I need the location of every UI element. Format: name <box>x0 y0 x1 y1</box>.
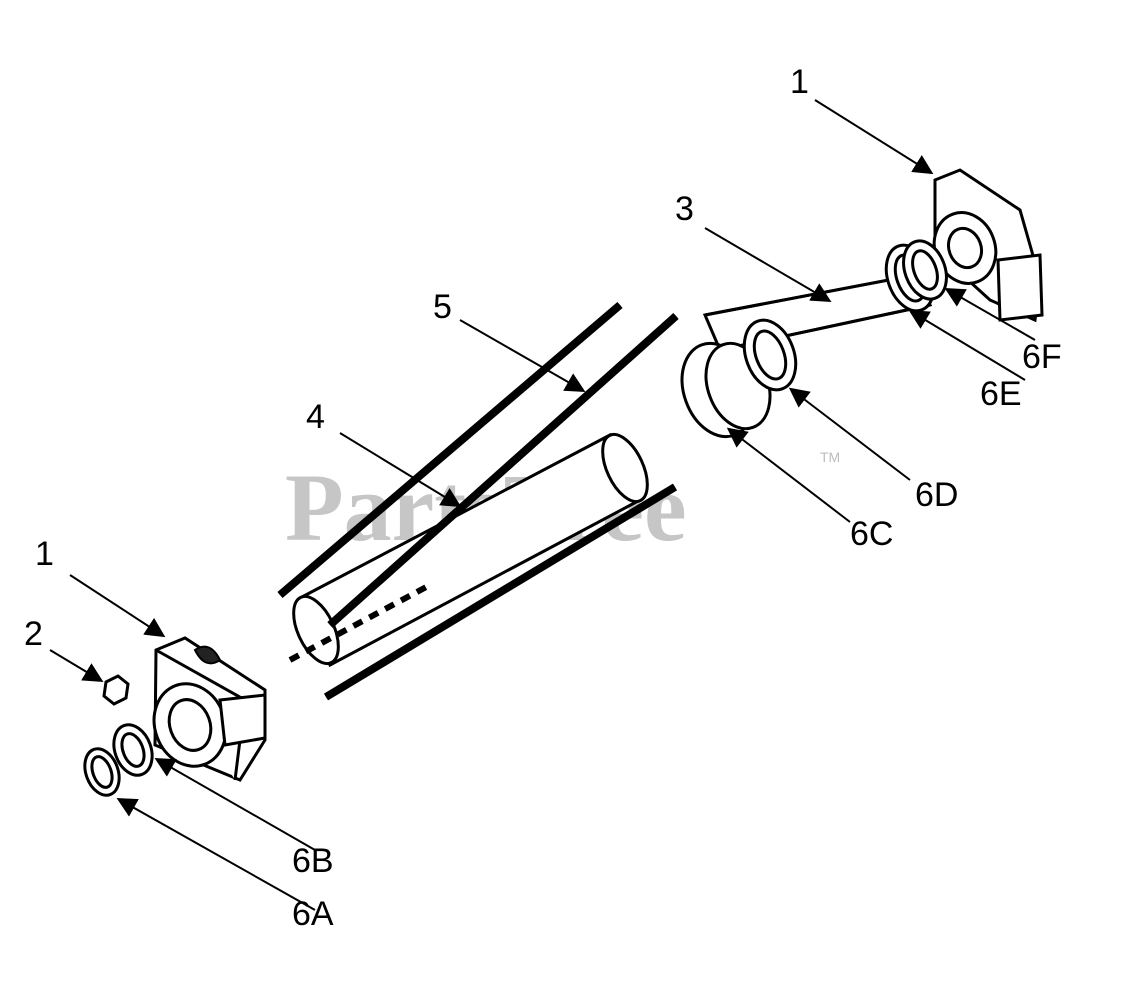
callout-4: 4 <box>306 398 325 436</box>
callout-6B: 6B <box>292 842 334 880</box>
rods <box>277 301 679 701</box>
ring-6D <box>742 318 798 392</box>
callout-6D: 6D <box>915 476 958 514</box>
callout-1-top: 1 <box>790 63 809 101</box>
callout-labels: 1 1 2 3 4 5 6A 6B 6C 6D 6E 6F <box>24 63 1062 933</box>
callout-6A: 6A <box>292 895 334 933</box>
ring-6A <box>83 747 121 797</box>
nut-2 <box>102 674 130 706</box>
bearing-6B <box>112 723 154 777</box>
callout-2: 2 <box>24 615 43 653</box>
callout-5: 5 <box>433 288 452 326</box>
callout-6E: 6E <box>980 375 1022 413</box>
callout-3: 3 <box>675 190 694 228</box>
bearing-housing-left <box>152 636 267 782</box>
callout-6F: 6F <box>1022 338 1062 376</box>
watermark-trademark: TM <box>820 449 840 465</box>
callout-arrows <box>49 99 1036 911</box>
bearing-housing-right <box>932 168 1044 323</box>
callout-1-bottom: 1 <box>35 535 54 573</box>
ring-6F <box>902 239 948 301</box>
callout-6C: 6C <box>850 515 893 553</box>
